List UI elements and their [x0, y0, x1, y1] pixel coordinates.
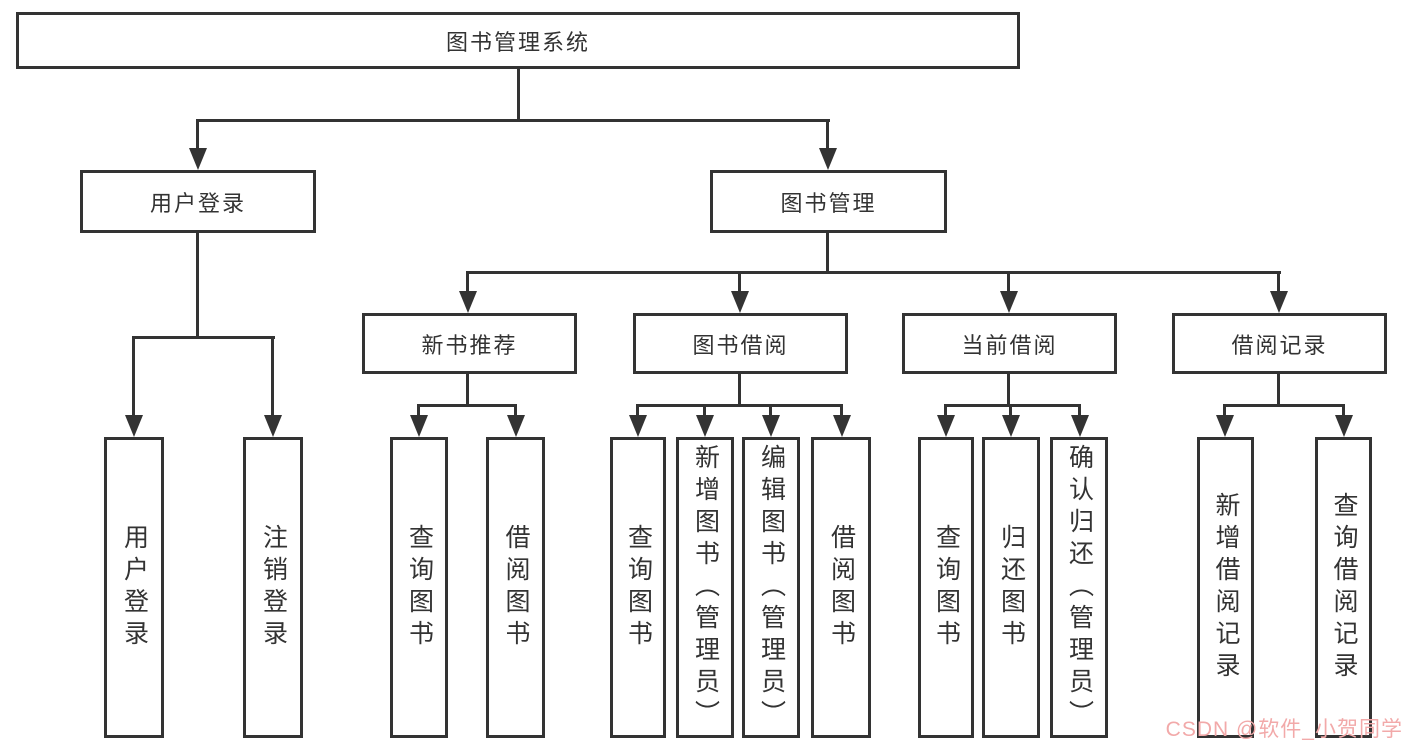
connector-line [466, 373, 469, 407]
connector-line [132, 336, 135, 418]
connector-line [944, 404, 947, 420]
leaf-query-books-borrow: 查询图书 [610, 437, 666, 738]
node-label: 查询图书 [405, 523, 434, 652]
leaf-query-books-current: 查询图书 [918, 437, 974, 738]
node-current-borrow: 当前借阅 [902, 313, 1117, 374]
arrowhead-icon [1000, 291, 1018, 313]
connector-line [1342, 404, 1345, 420]
arrowhead-icon [1071, 415, 1089, 437]
node-borrow-records: 借阅记录 [1172, 313, 1387, 374]
leaf-return-books: 归还图书 [982, 437, 1040, 738]
connector-line [1223, 404, 1226, 420]
connector-line [466, 271, 469, 297]
leaf-borrow-books-recommend: 借阅图书 [486, 437, 545, 738]
connector-line [132, 336, 275, 339]
connector-line [417, 404, 517, 407]
arrowhead-icon [1216, 415, 1234, 437]
arrowhead-icon [819, 148, 837, 170]
arrowhead-icon [264, 415, 282, 437]
connector-line [466, 271, 1281, 274]
node-root-system: 图书管理系统 [16, 12, 1020, 69]
connector-line [517, 68, 520, 121]
arrowhead-icon [410, 415, 428, 437]
leaf-user-login: 用户登录 [104, 437, 164, 738]
leaf-add-books-admin: 新增图书（管理员） [676, 437, 734, 738]
connector-line [769, 404, 772, 420]
connector-line [1007, 271, 1010, 297]
connector-line [636, 404, 843, 407]
arrowhead-icon [507, 415, 525, 437]
arrowhead-icon [125, 415, 143, 437]
node-label: 图书借阅 [692, 332, 789, 358]
node-label: 新增图书（管理员） [691, 443, 720, 732]
connector-line [271, 336, 274, 418]
leaf-query-borrow-record: 查询借阅记录 [1315, 437, 1372, 738]
node-label: 借阅记录 [1231, 332, 1328, 358]
arrowhead-icon [762, 415, 780, 437]
node-label: 图书管理 [780, 190, 877, 216]
connector-line [1009, 404, 1012, 420]
node-label: 当前借阅 [961, 332, 1058, 358]
node-label: 借阅图书 [502, 523, 530, 652]
arrowhead-icon [629, 415, 647, 437]
arrowhead-icon [937, 415, 955, 437]
connector-line [826, 119, 829, 152]
node-label: 新书推荐 [421, 332, 518, 358]
arrowhead-icon [696, 415, 714, 437]
node-book-borrow: 图书借阅 [633, 313, 848, 374]
leaf-logout: 注销登录 [243, 437, 303, 738]
connector-line [1007, 373, 1010, 407]
connector-line [944, 404, 1081, 407]
connector-line [840, 404, 843, 420]
connector-line [196, 119, 830, 122]
node-label: 归还图书 [997, 523, 1026, 652]
node-label: 图书管理系统 [445, 29, 590, 55]
node-user-login: 用户登录 [80, 170, 316, 233]
connector-line [1277, 373, 1280, 407]
node-label: 借阅图书 [827, 523, 856, 652]
connector-line [738, 373, 741, 407]
node-label: 注销登录 [259, 523, 288, 652]
leaf-query-books-recommend: 查询图书 [390, 437, 448, 738]
connector-line [826, 233, 829, 274]
node-label: 确认归还（管理员） [1065, 443, 1094, 732]
arrowhead-icon [189, 148, 207, 170]
connector-line [703, 404, 706, 420]
node-label: 编辑图书（管理员） [757, 443, 786, 732]
node-label: 查询图书 [624, 523, 653, 652]
connector-line [738, 271, 741, 297]
connector-line [196, 119, 199, 152]
csdn-watermark: CSDN @软件_小贺同学 [1165, 718, 1403, 741]
leaf-edit-books-admin: 编辑图书（管理员） [742, 437, 800, 738]
connector-line [417, 404, 420, 420]
connector-line [1078, 404, 1081, 420]
arrowhead-icon [833, 415, 851, 437]
arrowhead-icon [1270, 291, 1288, 313]
node-label: 查询借阅记录 [1330, 491, 1358, 684]
arrowhead-icon [731, 291, 749, 313]
leaf-borrow-books: 借阅图书 [811, 437, 871, 738]
leaf-add-borrow-record: 新增借阅记录 [1197, 437, 1254, 738]
connector-line [1277, 271, 1280, 297]
node-book-management: 图书管理 [710, 170, 947, 233]
connector-line [636, 404, 639, 420]
connector-line [1223, 404, 1345, 407]
connector-line [196, 233, 199, 338]
arrowhead-icon [459, 291, 477, 313]
connector-line [514, 404, 517, 420]
arrowhead-icon [1002, 415, 1020, 437]
node-new-book-recommend: 新书推荐 [362, 313, 577, 374]
node-label: 查询图书 [932, 523, 961, 652]
node-label: 新增借阅记录 [1212, 491, 1240, 684]
node-label: 用户登录 [120, 523, 149, 652]
node-label: 用户登录 [149, 190, 246, 216]
leaf-confirm-return-admin: 确认归还（管理员） [1050, 437, 1108, 738]
arrowhead-icon [1335, 415, 1353, 437]
